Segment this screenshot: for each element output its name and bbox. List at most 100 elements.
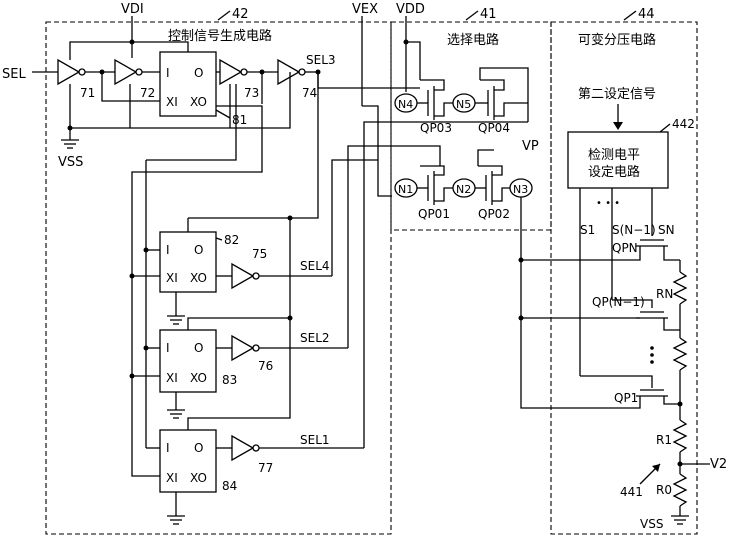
ls81-ref: 81 (232, 113, 247, 127)
pin-vp: VP (522, 139, 539, 154)
transistor-qpn-minus-1-label: QP(N−1) (592, 295, 645, 309)
divider-441-ref: 441 (620, 485, 643, 499)
resistor-r0 (672, 473, 688, 507)
inverter-77 (231, 434, 260, 462)
block-442-line2: 设定电路 (588, 164, 640, 180)
block-44-outline (550, 21, 698, 535)
signal-sn1: S(N−1) (612, 223, 656, 237)
signal-sel4: SEL4 (300, 259, 330, 273)
ls84-xi: XI (166, 471, 178, 485)
inverter-75 (231, 262, 260, 290)
signal-sel3: SEL3 (306, 53, 336, 67)
transistor-qp01 (420, 165, 453, 205)
ls82-o: O (194, 243, 203, 257)
signal-s1: S1 (580, 223, 595, 237)
ls81-i: I (166, 66, 170, 80)
block-42-ref: 42 (232, 7, 249, 22)
inverter-72 (114, 58, 143, 86)
ls84-i: I (166, 441, 170, 455)
resistor-rmid (672, 337, 688, 371)
block-44-title: 可变分压电路 (578, 32, 656, 48)
transistor-qp04-label: QP04 (478, 121, 510, 135)
inverter-77-label: 77 (258, 461, 273, 475)
ls81-xi: XI (166, 95, 178, 109)
block-41-ref: 41 (480, 7, 497, 22)
node-n3-label: N3 (513, 183, 528, 196)
pin-vex: VEX (352, 2, 378, 17)
transistor-qp04 (480, 79, 528, 120)
ground-83 (167, 409, 185, 419)
ls83-o: O (194, 341, 203, 355)
ls83-xi: XI (166, 371, 178, 385)
pin-v2: V2 (710, 457, 727, 472)
ls82-i: I (166, 243, 170, 257)
pin-vdd: VDD (396, 2, 425, 17)
resistor-r1-label: R1 (656, 433, 672, 447)
transistor-qpn-label: QPN (612, 241, 638, 255)
inverter-76 (231, 334, 260, 362)
transistor-qp1-label: QP1 (614, 391, 638, 405)
ls84-ref: 84 (222, 479, 237, 493)
transistor-qpn-minus-1 (620, 311, 680, 331)
resistor-rn-label: RN (656, 287, 673, 301)
block-44-ref: 44 (638, 7, 655, 22)
node-n5-label: N5 (456, 98, 471, 111)
block-42-outline (45, 21, 392, 535)
block-442-line1: 检测电平 (588, 148, 640, 163)
ls83-i: I (166, 341, 170, 355)
block-41-outline (390, 21, 552, 231)
transistor-qp02 (478, 165, 510, 205)
transistor-qp03 (420, 79, 455, 120)
transistor-qp03-label: QP03 (420, 121, 452, 135)
resistor-r1 (672, 419, 688, 453)
ls82-xo: XO (190, 271, 207, 285)
ground-82 (167, 315, 185, 325)
inverter-73-label: 73 (244, 86, 259, 100)
pin-sel: SEL (2, 67, 26, 82)
level-shifter-82 (159, 231, 217, 293)
arrow-icon (652, 464, 660, 472)
signal-second-setting: 第二设定信号 (578, 87, 656, 102)
ls84-xo: XO (190, 471, 207, 485)
inverter-74 (277, 58, 306, 86)
signal-sel1: SEL1 (300, 433, 330, 447)
node-n1-label: N1 (398, 183, 413, 196)
ground-84 (167, 515, 185, 525)
signal-dots: • • • (596, 198, 620, 209)
ls81-xo: XO (190, 95, 207, 109)
transistor-qp02-label: QP02 (478, 207, 510, 221)
pin-vdi: VDI (121, 2, 144, 17)
ls81-o: O (194, 66, 203, 80)
node-n4-label: N4 (398, 98, 413, 111)
signal-sel2: SEL2 (300, 331, 330, 345)
inverter-73 (219, 58, 248, 86)
resistor-r0-label: R0 (656, 483, 672, 497)
pin-vss-right: VSS (640, 517, 663, 531)
inverter-75-label: 75 (252, 247, 267, 261)
ground-vss-right (671, 515, 689, 525)
block-442 (567, 131, 669, 189)
transistor-qp1 (620, 389, 680, 409)
inverter-72-label: 72 (140, 86, 155, 100)
node-n2-label: N2 (456, 183, 471, 196)
transistor-qpn (620, 239, 680, 261)
ls82-xi: XI (166, 271, 178, 285)
inverter-74-label: 74 (302, 86, 317, 100)
level-shifter-81 (159, 51, 217, 117)
level-shifter-83 (159, 329, 217, 393)
resistor-rn (672, 271, 688, 305)
ls83-xo: XO (190, 371, 207, 385)
inverter-71-label: 71 (80, 86, 95, 100)
level-shifter-84 (159, 429, 217, 493)
ls83-ref: 83 (222, 373, 237, 387)
block-442-ref: 442 (672, 117, 695, 131)
ground-vss-left (61, 139, 79, 149)
ls84-o: O (194, 441, 203, 455)
inverter-71 (57, 58, 86, 86)
pin-vss-left: VSS (58, 155, 83, 170)
transistor-qp01-label: QP01 (418, 207, 450, 221)
signal-sn: SN (658, 223, 675, 237)
inverter-76-label: 76 (258, 359, 273, 373)
arrow-down-icon (613, 122, 623, 130)
